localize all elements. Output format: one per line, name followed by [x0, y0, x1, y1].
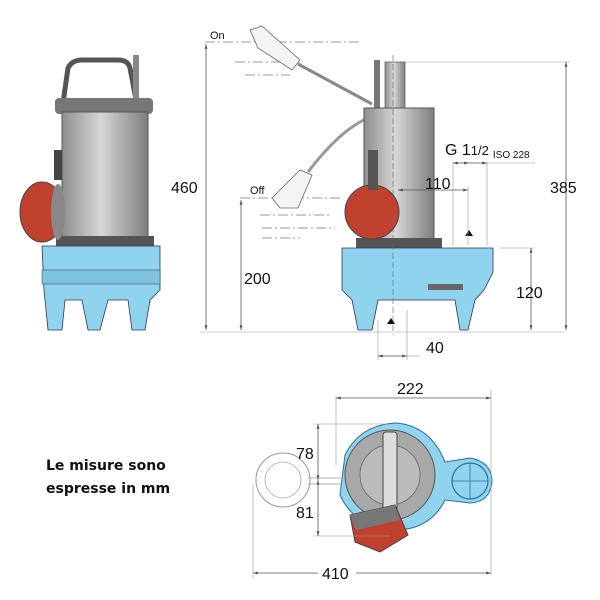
top-view-dimension-lines — [252, 390, 492, 578]
pump-side-view-left — [19, 55, 161, 331]
units-note: Le misure sono espresse in mm — [46, 455, 170, 501]
label-on: On — [210, 30, 225, 42]
dim-78: 78 — [296, 446, 314, 463]
pump-top-view — [255, 422, 493, 553]
label-off: Off — [250, 185, 265, 197]
pump-side-view-center — [341, 55, 494, 335]
dim-410: 410 — [322, 566, 349, 583]
dim-460: 460 — [171, 180, 198, 197]
dim-110: 110 — [425, 176, 451, 193]
dim-200: 200 — [244, 271, 271, 288]
float-on-position — [249, 25, 373, 106]
dim-385: 385 — [550, 180, 577, 197]
dim-40: 40 — [426, 340, 444, 357]
dim-222: 222 — [397, 381, 424, 398]
units-note-line-2: espresse in mm — [46, 481, 171, 497]
dimension-lines — [200, 44, 570, 360]
dim-120: 120 — [516, 285, 543, 302]
label-mask — [318, 565, 356, 581]
float-off-position — [271, 116, 369, 209]
units-note-line-1: Le misure sono — [46, 458, 166, 474]
dim-81: 81 — [296, 505, 314, 522]
